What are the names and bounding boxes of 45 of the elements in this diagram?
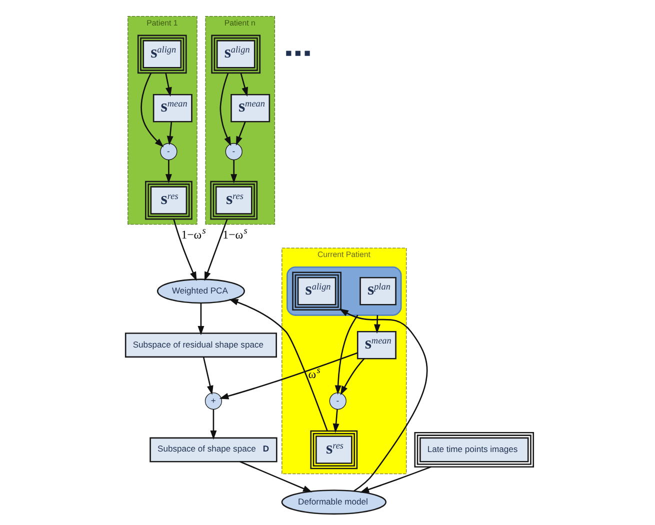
arrow xyxy=(230,160,237,184)
node-ellipse: Weighted PCA xyxy=(156,278,244,304)
arrow xyxy=(340,358,364,396)
node-box: s$^{res}$ xyxy=(310,430,358,470)
node-box: s$^{align}$ xyxy=(210,34,260,74)
edge-label: 1−ω$^{s}$ xyxy=(180,225,206,242)
edge-label: ω$^{s}$ xyxy=(308,364,320,381)
arrow xyxy=(338,308,428,492)
arrow xyxy=(334,314,358,395)
arrow xyxy=(218,352,358,400)
label: ■ ■ ■ xyxy=(285,48,310,60)
arrow xyxy=(164,72,172,97)
node-circle: - xyxy=(160,143,177,160)
node-circle: - xyxy=(328,392,346,410)
arrow xyxy=(210,409,216,440)
arrow xyxy=(204,218,228,282)
arrow xyxy=(332,409,339,433)
arrow xyxy=(197,303,204,336)
node-box: s$^{mean}$ xyxy=(356,330,396,360)
arrow xyxy=(140,72,164,148)
node-circle: + xyxy=(204,392,222,410)
node-box: s$^{res}$ xyxy=(210,180,258,220)
node-box: s$^{mean}$ xyxy=(230,94,270,122)
arrow xyxy=(219,72,231,146)
node-box: s$^{align}$ xyxy=(136,34,186,74)
arrow xyxy=(373,315,380,334)
node-box: Late time points images xyxy=(414,432,534,468)
arrow xyxy=(235,121,246,146)
arrow xyxy=(240,72,248,97)
node-box: Subspace of residual shape space xyxy=(124,332,276,358)
arrow xyxy=(239,461,312,492)
node-circle: - xyxy=(224,143,242,160)
node-ellipse: Deformable model xyxy=(280,490,386,515)
arrow xyxy=(359,466,431,493)
node-box: s$^{plan}$ xyxy=(359,276,396,306)
arrow xyxy=(228,299,328,432)
node-box: s$^{res}$ xyxy=(144,180,192,220)
edge-label: 1−ω$^{s}$ xyxy=(222,225,247,242)
node-box: s$^{align}$ xyxy=(292,272,341,311)
arrow xyxy=(172,219,196,282)
arrow xyxy=(164,160,172,184)
node-box: s$^{mean}$ xyxy=(152,94,192,122)
arrow xyxy=(202,356,213,395)
arrow xyxy=(166,122,173,146)
node-box: Subspace of shape space D xyxy=(149,437,277,462)
